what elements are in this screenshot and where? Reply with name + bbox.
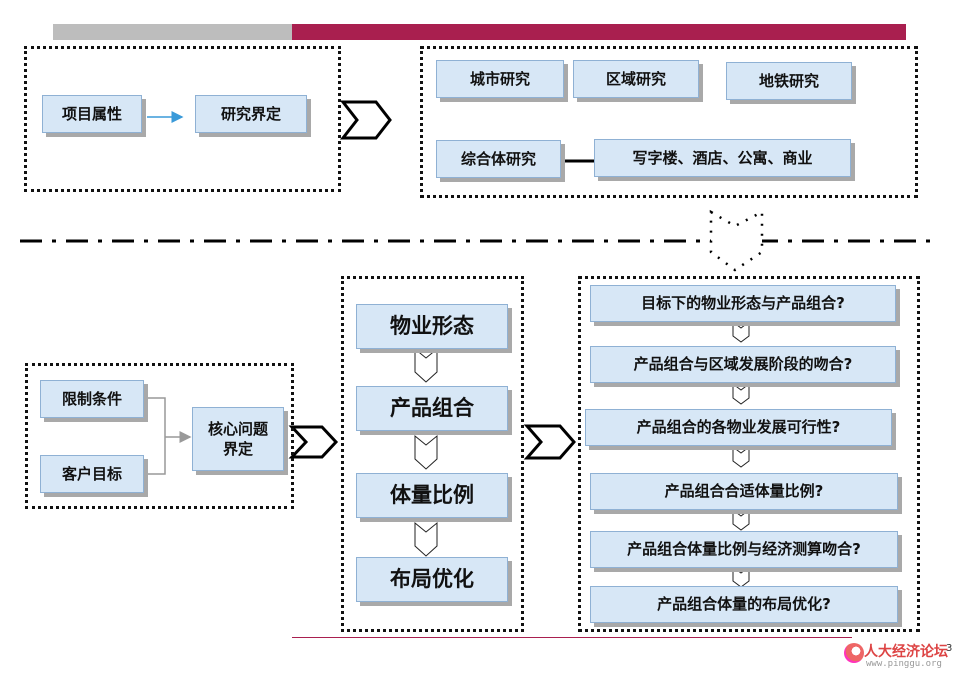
group-stages (341, 276, 524, 632)
node-city-research: 城市研究 (436, 60, 564, 98)
group-research-types (420, 46, 918, 198)
node-metro-research: 地铁研究 (726, 62, 852, 100)
stage-item: 布局优化 (356, 557, 508, 602)
node-property-types: 写字楼、酒店、公寓、商业 (594, 139, 851, 177)
node-regional-research: 区域研究 (573, 60, 699, 98)
question-item: 产品组合体量比例与经济测算吻合? (590, 531, 898, 568)
group-questions (578, 276, 920, 632)
stage-item: 物业形态 (356, 304, 508, 349)
node-research-scope: 研究界定 (195, 95, 307, 133)
chevron-down-icon (732, 321, 750, 343)
chevron-down-icon (732, 566, 750, 588)
chevron-down-icon (414, 347, 438, 383)
header-bar-gray (53, 24, 292, 40)
chevron-down-icon (414, 434, 438, 470)
stage-item: 产品组合 (356, 386, 508, 431)
chevron-down-icon (732, 383, 750, 405)
forum-logo-icon (844, 643, 864, 663)
header-bar-accent (292, 24, 906, 40)
question-item: 产品组合合适体量比例? (590, 473, 898, 510)
chevron-right-icon (288, 425, 339, 459)
group-core-issue (25, 363, 294, 509)
watermark: 人大经济论坛 www.pinggu.org (842, 641, 952, 673)
footer-line (292, 637, 852, 638)
node-client-goals: 客户目标 (40, 455, 144, 493)
page-number: 3 (946, 643, 953, 654)
group-project-scope (24, 46, 341, 192)
node-complex-research: 综合体研究 (436, 140, 561, 178)
question-item: 产品组合体量的布局优化? (590, 586, 898, 623)
watermark-title: 人大经济论坛 (864, 644, 948, 660)
chevron-right-icon (523, 424, 576, 460)
chevron-down-icon (732, 446, 750, 468)
chevron-right-icon (339, 100, 392, 140)
question-item: 产品组合的各物业发展可行性? (585, 409, 892, 446)
chevron-down-icon (732, 509, 750, 531)
watermark-url: www.pinggu.org (866, 659, 942, 669)
question-item: 目标下的物业形态与产品组合? (590, 285, 896, 322)
node-project-attributes: 项目属性 (42, 95, 142, 133)
question-item: 产品组合与区域发展阶段的吻合? (590, 346, 896, 383)
chevron-down-icon (709, 209, 764, 272)
node-core-issue: 核心问题 界定 (192, 407, 284, 471)
connector-constraints (144, 397, 166, 437)
node-constraints: 限制条件 (40, 380, 144, 418)
chevron-down-icon (414, 521, 438, 557)
stage-item: 体量比例 (356, 473, 508, 518)
connector-goals (144, 437, 166, 475)
